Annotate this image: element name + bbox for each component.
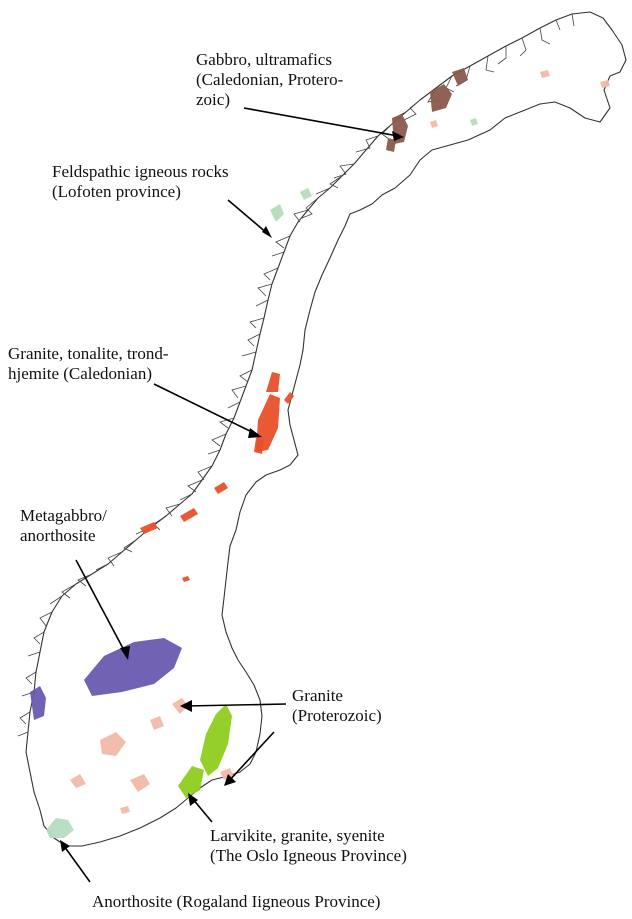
label-feldspathic-line2: (Lofoten province) [52,182,181,201]
label-anorthosite-line1: Anorthosite (Rogaland Iigneous Province) [92,892,381,911]
label-metagabbro-line1: Metagabbro/ [20,506,107,525]
arrows [60,107,404,883]
label-anorthosite-rogaland: Anorthosite (Rogaland Iigneous Province) [92,892,380,912]
unit-feldspathic-lofoten [270,118,478,222]
label-metagabbro-line2: anorthosite [20,526,96,545]
label-feldspathic-line1: Feldspathic igneous rocks [52,162,229,181]
label-feldspathic-igneous: Feldspathic igneous rocks (Lofoten provi… [52,162,229,202]
unit-metagabbro-anorthosite [30,638,182,720]
label-larvikite-line1: Larvikite, granite, syenite [210,826,385,845]
label-granite-proterozoic: Granite (Proterozoic) [292,686,382,726]
label-granite-caledonian-line1: Granite, tonalite, trond- [8,344,169,363]
label-gabbro-line1: Gabbro, ultramafics [196,50,332,69]
label-granite-caledonian: Granite, tonalite, trond- hjemite (Caled… [8,344,169,384]
unit-granite-caledonian [140,372,294,582]
label-gabbro-line3: zoic) [196,90,230,109]
unit-larvikite-oslo [178,704,232,798]
label-larvikite-oslo: Larvikite, granite, syenite (The Oslo Ig… [210,826,407,866]
label-granite-proterozoic-line2: (Proterozoic) [292,706,382,725]
unit-anorthosite-rogaland [46,818,74,838]
label-granite-caledonian-line2: hjemite (Caledonian) [8,364,152,383]
label-granite-proterozoic-line1: Granite [292,686,343,705]
label-gabbro-ultramafics: Gabbro, ultramafics (Caledonian, Protero… [196,50,343,110]
label-gabbro-line2: (Caledonian, Protero- [196,70,344,89]
label-larvikite-line2: (The Oslo Igneous Province) [210,846,407,865]
label-metagabbro-anorthosite: Metagabbro/ anorthosite [20,506,107,546]
